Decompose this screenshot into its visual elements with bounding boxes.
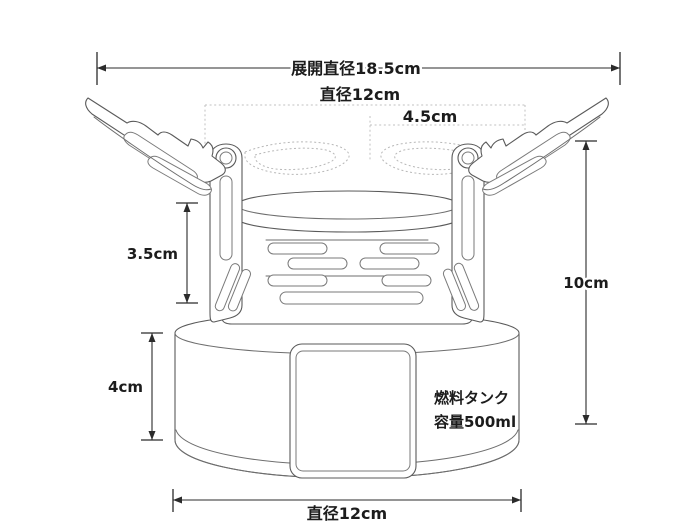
pivot-post-left <box>209 143 252 323</box>
vent-slot <box>379 242 440 255</box>
tank-front-panel-inner <box>295 350 411 472</box>
post-slot-right-vertical <box>461 175 475 261</box>
dimension-burner-height: 3.5cm <box>124 202 198 304</box>
dim-arrow-tank-top <box>148 333 156 342</box>
post-slot-right-diagonal-2 <box>442 268 467 312</box>
fuel-tank <box>174 311 520 479</box>
pivot-hole-right-inner <box>461 151 475 165</box>
dim-label-total-height: 10cm <box>563 274 608 292</box>
dim-label-expanded-diameter: 展開直径18.5cm <box>291 59 421 78</box>
guide-folded-arm-left-inner <box>254 147 336 171</box>
burner-body <box>221 221 473 325</box>
dim-arrow-total-bottom <box>582 415 590 424</box>
dim-label-top-diameter: 直径12cm <box>320 85 400 104</box>
dim-arrow-total-top <box>582 141 590 150</box>
pivot-post-right <box>442 143 485 323</box>
dim-arrow-expanded-right <box>611 64 620 72</box>
dim-arrow-burner-bottom <box>183 294 191 303</box>
vent-slot-long <box>279 291 424 305</box>
pot-support-arm-right <box>468 97 609 196</box>
dim-arrow-base-right <box>512 496 521 504</box>
guide-folded-arm-left <box>244 141 350 175</box>
arm-right-edge-line <box>482 116 601 191</box>
post-slot-left-vertical <box>219 175 233 261</box>
pot-support-arm-left <box>85 97 226 196</box>
dim-label-inner-width: 4.5cm <box>403 107 458 126</box>
fuel-tank-label-line2: 容量500ml <box>433 413 516 431</box>
fuel-tank-label-line1: 燃料タンク <box>434 389 509 407</box>
dim-label-base-diameter: 直径12cm <box>307 504 387 523</box>
fuel-tank-annotation: 燃料タンク 容量500ml <box>433 389 516 431</box>
vent-slot <box>267 242 328 255</box>
burner-ring <box>236 190 460 233</box>
vent-slot <box>359 257 420 270</box>
post-slot-right-diagonal-1 <box>453 262 480 311</box>
dimension-tank-height: 4cm <box>106 332 163 441</box>
guide-folded-arm-right <box>380 141 486 175</box>
burner-housing <box>221 221 473 325</box>
burner-ring-body <box>236 190 460 233</box>
burner-ring-top-ellipse <box>236 204 460 220</box>
dim-label-burner-height: 3.5cm <box>127 245 178 263</box>
dimension-base-diameter: 直径12cm <box>172 489 522 526</box>
dim-arrow-tank-bottom <box>148 431 156 440</box>
dim-arrow-base-left <box>173 496 182 504</box>
arm-left-edge-line <box>93 116 212 191</box>
dimension-expanded-diameter: 展開直径18.5cm <box>96 52 621 85</box>
post-slot-left-diagonal-1 <box>214 263 241 312</box>
dim-label-tank-height: 4cm <box>108 378 143 396</box>
vent-slot <box>267 274 328 287</box>
dim-arrow-expanded-left <box>97 64 106 72</box>
dimension-total-height: 10cm <box>561 140 611 425</box>
dim-arrow-burner-top <box>183 203 191 212</box>
vent-slot <box>287 257 348 270</box>
vent-slot <box>381 274 432 287</box>
pivot-hole-left-inner <box>219 151 233 165</box>
dimension-inner-width: 4.5cm <box>400 105 460 129</box>
post-slot-left-diagonal-2 <box>227 268 252 312</box>
dimension-top-diameter: 直径12cm <box>317 83 402 107</box>
